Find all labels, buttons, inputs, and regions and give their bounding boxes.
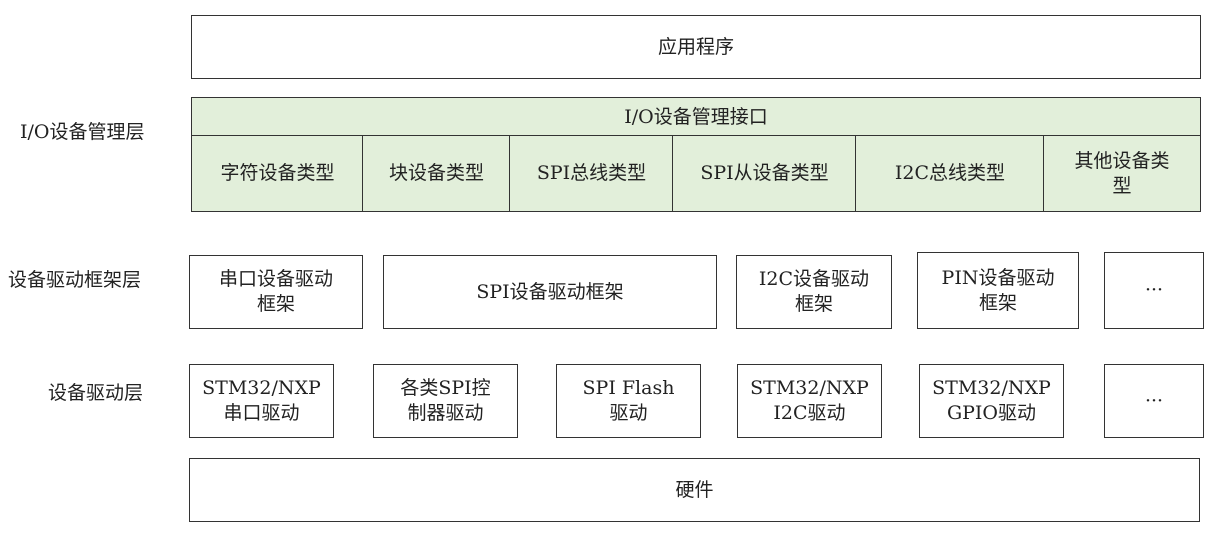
io-management-layer-label: I/O设备管理层 xyxy=(20,121,145,143)
io-interface-box: I/O设备管理接口 xyxy=(191,97,1201,137)
driver-layer-label: 设备驱动层 xyxy=(48,382,144,404)
driver-i2c: STM32/NXP I2C驱动 xyxy=(737,364,882,438)
device-type-char: 字符设备类型 xyxy=(191,135,364,212)
hardware-box: 硬件 xyxy=(189,458,1200,522)
io-interface-label: I/O设备管理接口 xyxy=(624,105,768,128)
framework-uart: 串口设备驱动 框架 xyxy=(189,255,363,329)
application-label: 应用程序 xyxy=(657,35,734,58)
driver-spi-flash: SPI Flash 驱动 xyxy=(556,364,701,438)
driver-uart: STM32/NXP 串口驱动 xyxy=(189,364,334,438)
device-type-i2c-bus: I2C总线类型 xyxy=(855,135,1045,212)
framework-i2c: I2C设备驱动 框架 xyxy=(736,255,892,329)
driver-framework-layer-label: 设备驱动框架层 xyxy=(8,269,142,291)
framework-more: ··· xyxy=(1104,252,1204,329)
framework-spi: SPI设备驱动框架 xyxy=(383,255,717,329)
application-box: 应用程序 xyxy=(191,15,1201,79)
driver-spi-controller: 各类SPI控 制器驱动 xyxy=(373,364,518,438)
hardware-label: 硬件 xyxy=(675,478,714,501)
framework-pin: PIN设备驱动 框架 xyxy=(917,252,1079,329)
device-type-other: 其他设备类 型 xyxy=(1043,135,1201,212)
device-type-spi-slave: SPI从设备类型 xyxy=(672,135,857,212)
device-type-block: 块设备类型 xyxy=(362,135,511,212)
driver-gpio: STM32/NXP GPIO驱动 xyxy=(919,364,1064,438)
device-type-spi-bus: SPI总线类型 xyxy=(509,135,674,212)
driver-more: ··· xyxy=(1104,364,1204,438)
